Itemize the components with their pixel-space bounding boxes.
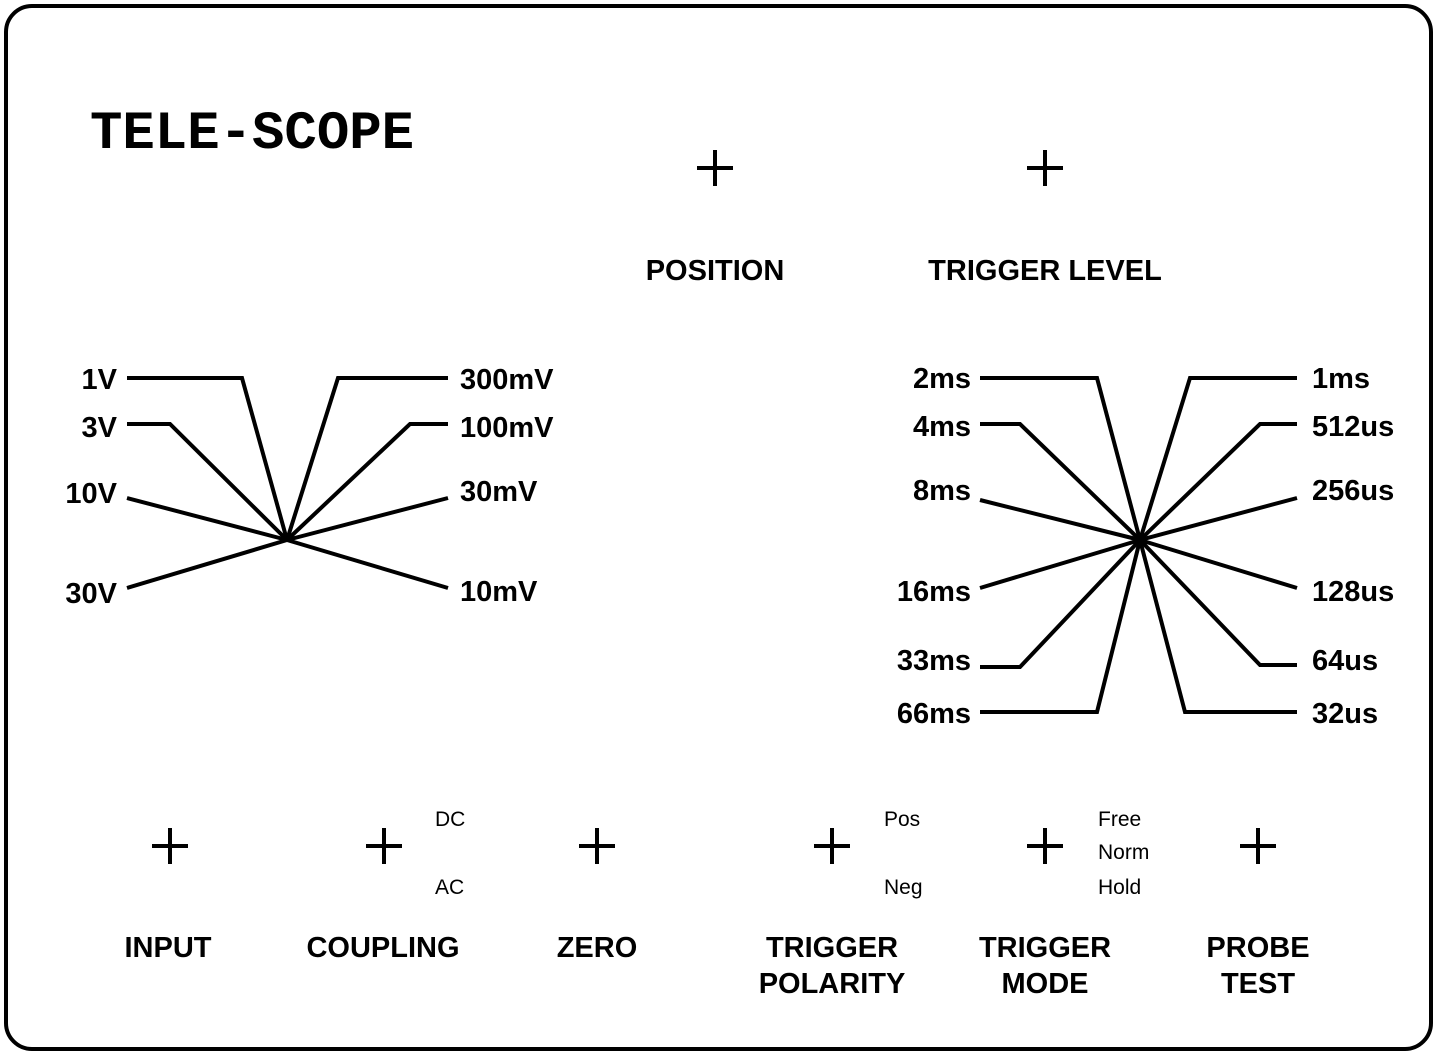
trigger-level-control[interactable]: TRIGGER LEVEL [928,150,1162,287]
input-control[interactable]: INPUT [125,828,212,964]
dial-line-2ms [980,376,1142,541]
dial-line-16ms [979,538,1141,590]
probe-test-terminal-icon[interactable] [1240,828,1276,864]
volts-option: 300mV [460,364,554,396]
time-option: 2ms [913,363,971,395]
dial-line-1ms [1138,376,1297,541]
dial-line-8ms [979,498,1141,542]
coupling-label: COUPLING [306,932,459,964]
dial-line-1v [127,376,289,541]
trigger-polarity-switch-icon[interactable] [814,828,850,864]
dial-line-32us [1138,539,1297,714]
dial-line-256us [1139,496,1298,542]
trigger-mode-switch[interactable]: Free Norm Hold TRIGGER MODE [979,808,1149,1000]
volts-option: 10mV [460,576,538,608]
trigger-mode-label-line1: TRIGGER [979,932,1111,964]
trigger-mode-switch-icon[interactable] [1027,828,1063,864]
volts-option: 30mV [460,476,538,508]
volts-option: 1V [82,364,118,396]
time-option: 32us [1312,698,1378,730]
dial-line-30v [126,538,288,590]
dial-line-30mv [286,496,449,542]
time-option: 4ms [913,411,971,443]
polarity-option-pos: Pos [884,808,920,831]
position-control[interactable]: POSITION [646,150,785,287]
position-label: POSITION [646,255,785,287]
time-option: 256us [1312,475,1394,507]
volts-option: 100mV [460,412,554,444]
dial-line-512us [1138,422,1297,542]
volts-per-div-dial[interactable]: 1V 3V 10V 30V 300mV 100mV 30mV 10mV [65,364,554,610]
dial-line-33ms [980,538,1142,669]
zero-label: ZERO [557,932,638,964]
time-option: 16ms [897,576,971,608]
time-option: 1ms [1312,363,1370,395]
trigger-polarity-label-line2: POLARITY [759,968,906,1000]
input-label: INPUT [125,932,212,964]
dial-line-4ms [980,422,1142,542]
trigger-level-knob-mount-icon[interactable] [1027,150,1063,186]
time-option: 8ms [913,475,971,507]
trigger-level-label: TRIGGER LEVEL [928,255,1162,287]
time-per-div-dial[interactable]: 2ms 4ms 8ms 16ms 33ms 66ms 1ms 512us 256… [897,363,1394,730]
trigger-polarity-label-line1: TRIGGER [766,932,898,964]
volts-option: 10V [65,478,117,510]
probe-test-label-line2: TEST [1221,968,1295,1000]
panel-border [4,4,1433,1051]
dial-line-100mv [285,422,448,542]
position-knob-mount-icon[interactable] [697,150,733,186]
dial-line-10v [126,496,288,542]
dial-line-128us [1139,538,1298,590]
mode-option-hold: Hold [1098,876,1141,899]
time-option: 66ms [897,698,971,730]
coupling-switch-icon[interactable] [366,828,402,864]
zero-button[interactable]: ZERO [557,828,638,964]
dial-line-66ms [980,539,1142,714]
zero-button-icon[interactable] [579,828,615,864]
dial-line-64us [1138,538,1297,667]
dial-line-10mv [286,538,449,590]
mode-option-free: Free [1098,808,1141,831]
coupling-option-dc: DC [435,808,465,831]
trigger-polarity-switch[interactable]: Pos Neg TRIGGER POLARITY [759,808,923,1000]
probe-test-terminal[interactable]: PROBE TEST [1206,828,1310,1000]
dial-line-3v [127,422,289,542]
time-option: 33ms [897,645,971,677]
coupling-option-ac: AC [435,876,464,899]
trigger-mode-label-line2: MODE [1002,968,1089,1000]
time-option: 128us [1312,576,1394,608]
volts-option: 3V [82,412,118,444]
probe-test-label-line1: PROBE [1206,932,1309,964]
panel-title: TELE-SCOPE [90,104,414,165]
polarity-option-neg: Neg [884,876,923,899]
input-jack-icon[interactable] [152,828,188,864]
time-option: 512us [1312,411,1394,443]
coupling-switch[interactable]: DC AC COUPLING [306,808,465,964]
mode-option-norm: Norm [1098,841,1149,864]
time-option: 64us [1312,645,1378,677]
volts-option: 30V [65,578,117,610]
dial-line-300mv [285,376,448,541]
